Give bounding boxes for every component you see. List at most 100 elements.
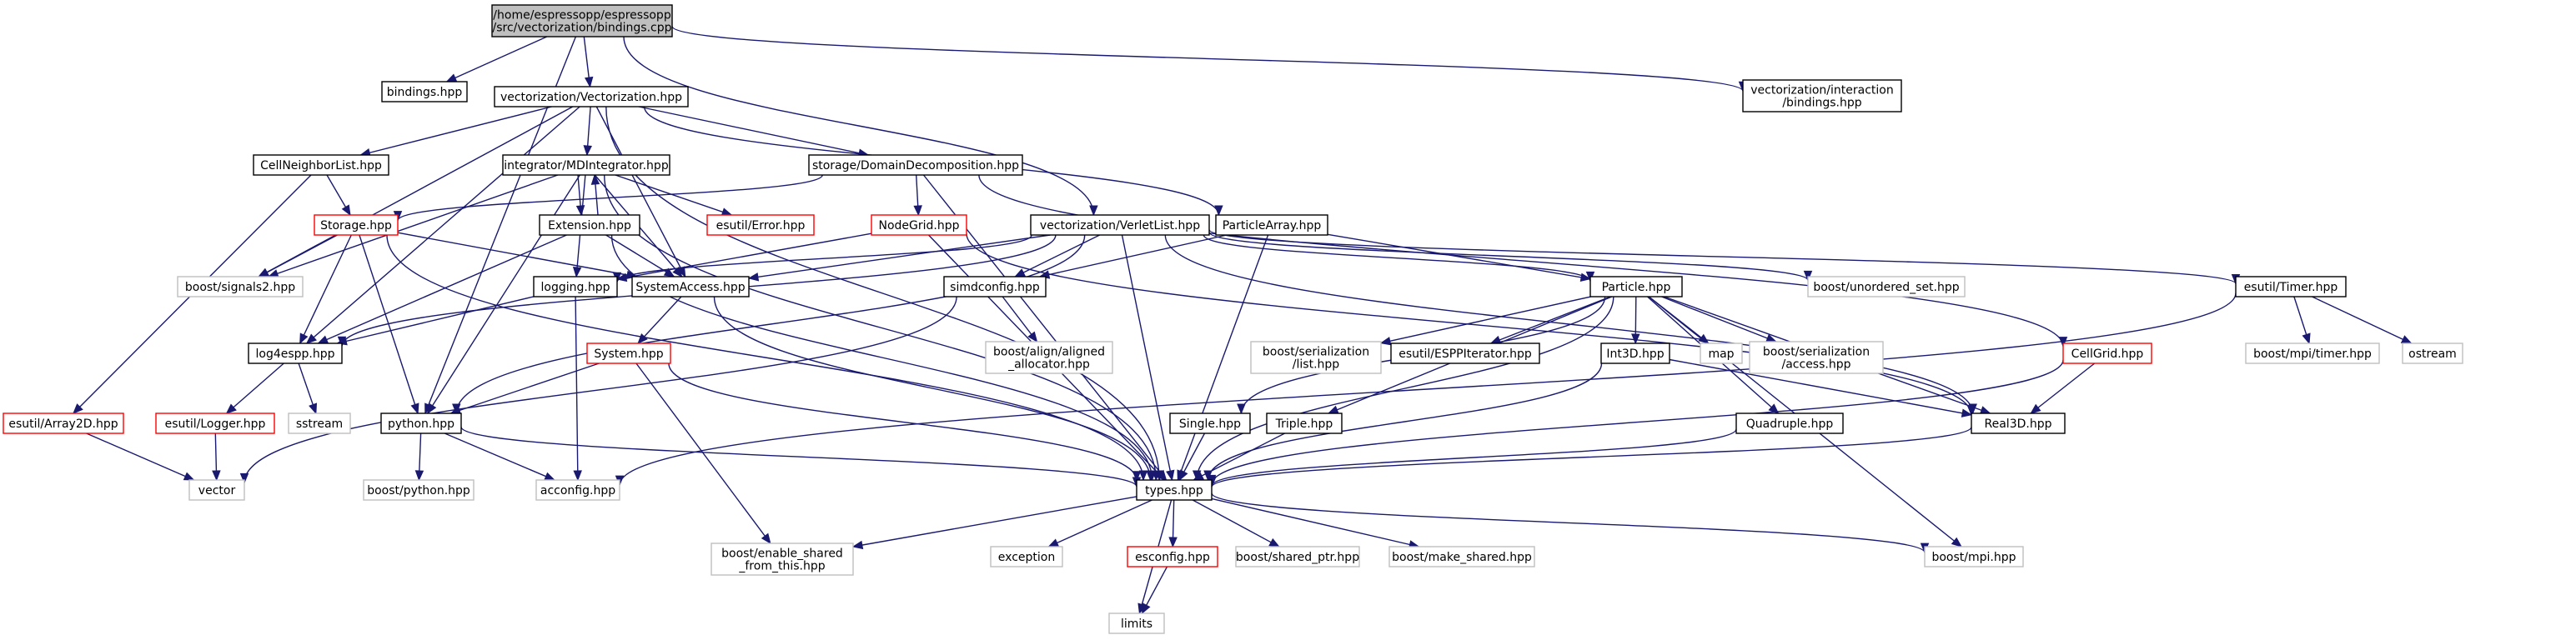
node-particlearray[interactable]: ParticleArray.hpp (1215, 214, 1328, 236)
node-label: boost/serialization (1263, 346, 1369, 359)
node-bindings-hpp[interactable]: bindings.hpp (381, 81, 468, 102)
node-int3d[interactable]: Int3D.hpp (1600, 342, 1670, 364)
node-box (2062, 342, 2152, 364)
node-box (1600, 342, 1670, 364)
node-box (2235, 276, 2347, 298)
node-esppiterator[interactable]: esutil/ESPPIterator.hpp (1390, 342, 1540, 364)
edge-layer (73, 25, 2413, 615)
node-domaindecomposition[interactable]: storage/DomainDecomposition.hpp (808, 154, 1023, 176)
arrowhead-particlearray-to-particle (1579, 272, 1592, 282)
arrowhead-python_hpp-to-acconfig (544, 472, 556, 481)
arrowhead-mdintegrator-to-logging (572, 267, 582, 278)
node-types[interactable]: types.hpp (1136, 479, 1213, 501)
node-box (631, 276, 750, 298)
edge-verletlist-to-logging (616, 234, 1032, 282)
arrowhead-particle-to-map (1698, 333, 1710, 344)
node-shared-ptr: boost/shared_ptr.hpp (1235, 546, 1360, 568)
node-systemaccess[interactable]: SystemAccess.hpp (631, 276, 750, 298)
edge-mdintegrator-to-signals2 (268, 174, 559, 278)
arrowhead-particle-to-boost_mpi (1951, 537, 1963, 548)
node-label: boost/mpi.hpp (1931, 551, 2016, 564)
edge-particlearray-to-types (1177, 234, 1269, 481)
node-quadruple[interactable]: Quadruple.hpp (1735, 412, 1844, 434)
edge-logging-to-log4espp (337, 296, 535, 344)
edge-verletlist-to-python_hpp (455, 234, 1086, 414)
node-root[interactable]: /home/espressopp/espressopp/src/vectoriz… (491, 4, 673, 38)
node-label: map (1708, 348, 1734, 361)
node-nodegrid[interactable]: NodeGrid.hpp (871, 214, 967, 236)
node-esconfig[interactable]: esconfig.hpp (1127, 546, 1218, 568)
node-box (1749, 341, 1884, 374)
node-box (943, 276, 1047, 298)
node-label: System.hpp (594, 348, 663, 361)
edge-python_hpp-to-types (460, 426, 1137, 488)
node-label: _allocator.hpp (1007, 358, 1090, 372)
arrowhead-mdintegrator-to-python_hpp (426, 402, 437, 415)
node-box (177, 276, 304, 298)
node-single[interactable]: Single.hpp (1169, 412, 1251, 434)
node-cellgrid[interactable]: CellGrid.hpp (2062, 342, 2152, 364)
node-box (1030, 214, 1210, 236)
arrowhead-python_hpp-to-boost_python (414, 470, 424, 482)
node-box (494, 86, 689, 108)
node-box (1924, 546, 2024, 568)
node-logging[interactable]: logging.hpp (533, 276, 618, 298)
node-real3d[interactable]: Real3D.hpp (1971, 412, 2066, 434)
edge-system-to-python_hpp (450, 362, 600, 414)
edge-vectorization_hpp-to-types (605, 106, 1160, 481)
node-box (381, 81, 468, 102)
node-map: map (1700, 342, 1743, 364)
edge-verletlist-to-timer (1208, 228, 2237, 285)
node-simdconfig[interactable]: simdconfig.hpp (943, 276, 1047, 298)
edge-nodegrid-to-real3d (966, 233, 1972, 415)
arrowhead-storage-to-log4espp (299, 332, 309, 345)
arrowhead-types-to-shared_ptr (1268, 538, 1280, 548)
node-vectorization-hpp[interactable]: vectorization/Vectorization.hpp (494, 86, 689, 108)
node-box (871, 214, 967, 236)
edge-types-to-exception (1048, 499, 1152, 548)
edge-extension-to-log4espp (318, 234, 567, 344)
node-system[interactable]: System.hpp (586, 342, 671, 364)
node-exception: exception (990, 546, 1063, 568)
arrowhead-mdintegrator-to-systemaccess (672, 266, 683, 278)
node-vector: vector (188, 479, 245, 501)
arrowhead-log4espp-to-sstream (309, 402, 318, 415)
edge-storage-to-signals2 (259, 234, 338, 278)
node-error[interactable]: esutil/Error.hpp (706, 214, 815, 236)
node-interaction-bindings[interactable]: vectorization/interaction/bindings.hpp (1742, 79, 1902, 112)
node-cellneighborlist[interactable]: CellNeighborList.hpp (253, 154, 389, 176)
node-label: Int3D.hpp (1606, 348, 1664, 361)
arrowhead-root-to-bindings_hpp (445, 73, 458, 82)
arrowhead-timer-to-mpi_timer (2302, 332, 2311, 345)
node-ostream: ostream (2402, 342, 2463, 364)
node-timer[interactable]: esutil/Timer.hpp (2235, 276, 2347, 298)
arrowhead-cellneighborlist-to-storage (341, 204, 351, 217)
arrowhead-particle-to-triple (1327, 405, 1339, 414)
node-verletlist[interactable]: vectorization/VerletList.hpp (1030, 214, 1210, 236)
node-box (1215, 214, 1328, 236)
node-make-shared: boost/make_shared.hpp (1388, 546, 1535, 568)
node-label: simdconfig.hpp (950, 281, 1040, 294)
node-triple[interactable]: Triple.hpp (1266, 412, 1343, 434)
node-label: /bindings.hpp (1782, 97, 1861, 110)
arrowhead-mdintegrator-to-extension (575, 205, 585, 217)
node-label: NodeGrid.hpp (878, 219, 959, 232)
node-box (533, 276, 618, 298)
node-label: SystemAccess.hpp (635, 281, 745, 294)
node-storage[interactable]: Storage.hpp (314, 214, 399, 236)
node-label: boost/shared_ptr.hpp (1236, 551, 1359, 564)
node-python-hpp[interactable]: python.hpp (380, 412, 462, 434)
arrowhead-single-to-types (1178, 469, 1188, 482)
node-mdintegrator[interactable]: integrator/MDIntegrator.hpp (502, 154, 670, 176)
edge-root-to-interaction_bindings (671, 25, 1744, 92)
node-log4espp[interactable]: log4espp.hpp (248, 342, 343, 364)
node-logger[interactable]: esutil/Logger.hpp (155, 412, 275, 434)
node-particle[interactable]: Particle.hpp (1589, 276, 1683, 298)
node-extension[interactable]: Extension.hpp (539, 214, 640, 236)
arrowhead-particle-to-int3d (1631, 333, 1640, 345)
edge-types-to-enable_shared (852, 496, 1137, 548)
node-box (1700, 342, 1743, 364)
node-array2d[interactable]: esutil/Array2D.hpp (3, 412, 124, 434)
node-box (502, 154, 670, 176)
